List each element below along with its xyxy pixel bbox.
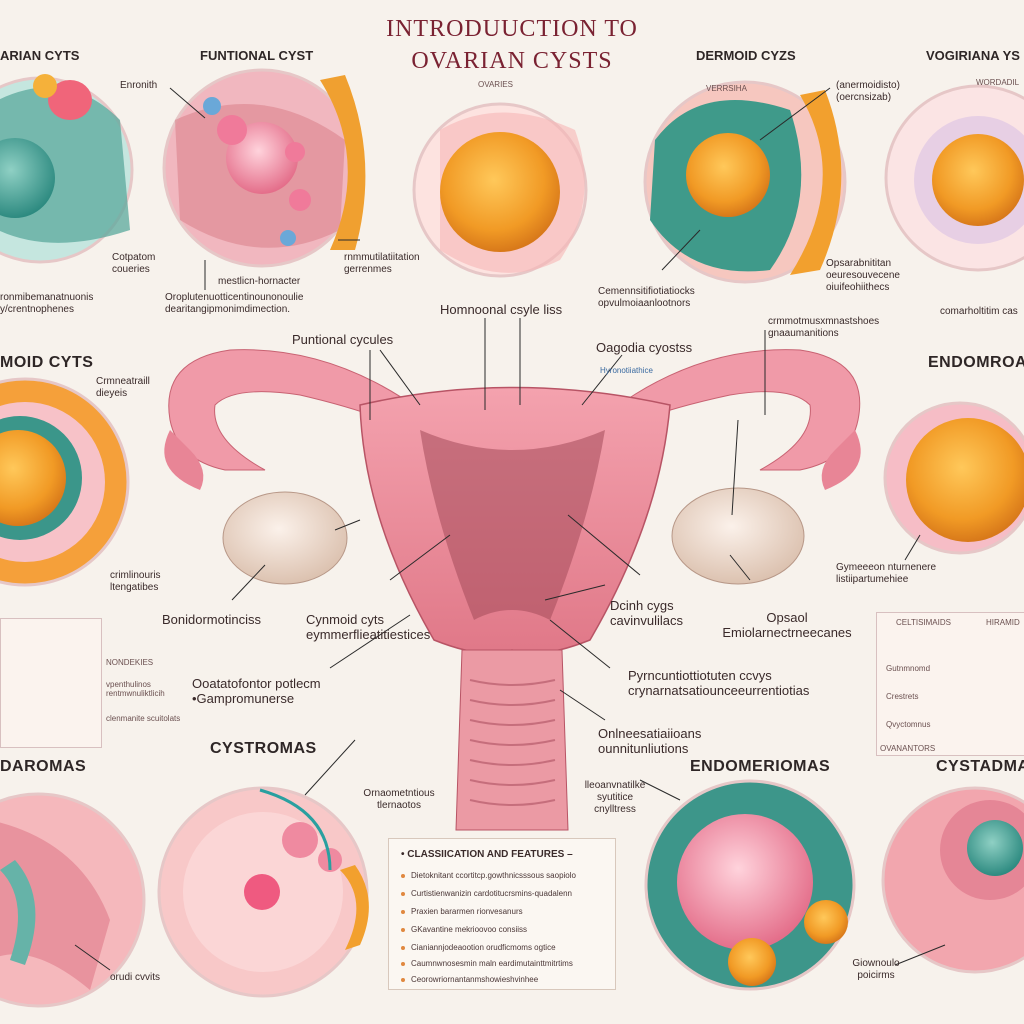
panel-top-left-circle bbox=[0, 74, 134, 264]
legend-item: Ceorowriornantanmshowieshvinhee bbox=[401, 975, 538, 984]
legend-title: • CLASSIICATION AND FEATURES – bbox=[401, 849, 573, 860]
label-bottom-left-1: orudi cvvits bbox=[110, 972, 161, 983]
heading-far-right-top: VOGIRIANA YS bbox=[926, 48, 1020, 63]
center-label-onlnees: Onlneesatiaiioans ounnitunliutions bbox=[598, 726, 702, 756]
center-label-cynmoid: Cynmoid cyts eymmerflieatitiestices bbox=[306, 612, 431, 642]
center-label-crmmot: crmmotmusxmnastshoes gnaaumanitions bbox=[768, 316, 880, 339]
label-functional-2: Oroplutenuotticentinounonoulie dearitang… bbox=[165, 292, 304, 315]
heading-functional-cyst: FUNTIONAL CYST bbox=[200, 48, 314, 63]
label-dermoid-top-2: (anermoidisto) (oercnsizab) bbox=[836, 80, 900, 103]
heading-bottom-right: CYSTADMA bbox=[936, 758, 1024, 775]
center-label-hormonal: Homnoonal csyle liss bbox=[440, 302, 563, 317]
panel-endomr-mid-circle bbox=[883, 401, 1024, 555]
legend-item: Cianiannjodeaootion orudficmoms ogtice bbox=[401, 943, 556, 952]
label-top-left-1: Enronith bbox=[120, 80, 158, 91]
panel-cystromas-circle bbox=[157, 786, 369, 998]
left-inset-label-1: NONDEKIES bbox=[106, 658, 154, 667]
right-inset-label-2: HIRAMID bbox=[986, 618, 1020, 627]
panel-functional-circle bbox=[162, 68, 366, 268]
legend-item: Curtistienwanizin cardotitucrsmins-quada… bbox=[401, 889, 572, 898]
label-top-left-3: ronmibemanatnuonis y/crentnophenes bbox=[0, 292, 94, 315]
label-dermoid-mid-2: crimlinouris ltengatibes bbox=[110, 570, 161, 593]
heading-bottom-left: DAROMAS bbox=[0, 758, 87, 775]
heading-dermoid-mid: MOID CYTS bbox=[0, 354, 94, 371]
legend-item: GKavantine mekrioovoo consiiss bbox=[401, 925, 527, 934]
center-label-opsaol: Opsaol Emiolarnectrneecanes bbox=[722, 610, 852, 640]
right-inset-label-4: Crestrets bbox=[886, 692, 919, 701]
label-endomr-mid-1: Gymeeeon nturnenere listiipartumehiee bbox=[836, 562, 937, 585]
center-label-ooatatofontor: Ooatatofontor potlecm •Gampromunerse bbox=[192, 676, 321, 706]
heading-cystromas: CYSTROMAS bbox=[210, 740, 317, 757]
center-label-pyrncun: Pyrncuntiottiotuten ccvys crynarnatsatio… bbox=[628, 668, 810, 698]
left-inset-label-3: clenmanite scuitolats bbox=[106, 714, 181, 723]
center-label-dcinh: Dcinh cygs cavinvulilacs bbox=[610, 598, 683, 628]
right-inset-label-1: CELTISIMAIDS bbox=[896, 618, 951, 627]
label-cystromas-1: Ornaometntious tlernaotos bbox=[363, 788, 435, 811]
title-line-1: INTRODUUCTION TO bbox=[386, 16, 638, 42]
title-line-2: OVARIAN CYSTS bbox=[411, 48, 613, 74]
uterus-illustration bbox=[164, 349, 861, 831]
left-inset-frame bbox=[0, 618, 102, 748]
center-label-hyrono: Hyronotiiathice bbox=[600, 366, 653, 375]
label-far-right-1: WORDADIL bbox=[976, 78, 1020, 87]
center-label-oagodia: Oagodia cyostss bbox=[596, 340, 693, 355]
label-dermoid-top-4: Opsarabnititan oeuresouvecene oiuifeohii… bbox=[826, 258, 900, 293]
classification-legend: • CLASSIICATION AND FEATURES – Dietoknit… bbox=[388, 838, 616, 990]
legend-item: Praxien bararmen rionvesanurs bbox=[401, 907, 523, 916]
right-inset-frame bbox=[876, 612, 1024, 756]
label-dermoid-top-1: VERRSIHA bbox=[706, 84, 747, 93]
label-endomeriomas-1: lleoanvnatilke syutitice cnylltress bbox=[584, 780, 646, 815]
legend-item: Dietoknitant ccortitcp.gowthnicsssous sa… bbox=[401, 871, 576, 880]
panel-center-top-circle bbox=[412, 102, 588, 278]
panel-bottom-left-circle bbox=[0, 792, 146, 1008]
panel-dermoid-top-circle bbox=[643, 80, 847, 284]
label-dermoid-mid-1: Crmneatraill dieyeis bbox=[96, 376, 150, 399]
heading-endomr-mid: ENDOMROA bbox=[928, 354, 1024, 371]
center-label-functional: Puntional cycules bbox=[292, 332, 394, 347]
legend-item: Caumnwnosesmin maln eardimutainttmitrtim… bbox=[401, 959, 573, 968]
label-functional-3: rnmmutilatiitation gerrenmes bbox=[344, 252, 420, 275]
panel-bottom-right-circle bbox=[881, 786, 1024, 974]
center-label-bonidorm: Bonidormotinciss bbox=[162, 612, 261, 627]
heading-top-left: ARIAN CYTS bbox=[0, 48, 80, 63]
right-inset-label-3: Gutnmnomd bbox=[886, 664, 931, 673]
right-inset-label-5: Qvyctomnus bbox=[886, 720, 931, 729]
heading-dermoid-top: DERMOID CYZS bbox=[696, 48, 796, 63]
label-dermoid-top-3: Cemennsitifiotiatiocks opvulmoiaanlootno… bbox=[598, 286, 695, 309]
right-inset-label-6: OVANANTORS bbox=[880, 744, 936, 753]
panel-endomeriomas-circle bbox=[644, 779, 856, 991]
label-bottom-right-1: Giownoulo poicirms bbox=[852, 958, 900, 981]
label-top-left-2: Cotpatom coueries bbox=[112, 252, 156, 275]
label-far-right-2: comarholtitim cas bbox=[940, 306, 1018, 317]
title-subtitle: OVARIES bbox=[478, 80, 513, 89]
panel-dermoid-mid-circle bbox=[0, 377, 130, 587]
heading-endomeriomas: ENDOMERIOMAS bbox=[690, 758, 831, 775]
panel-far-right-top-circle bbox=[884, 84, 1024, 272]
left-inset-label-2: vpenthulinos rentmwnuliktlicih bbox=[106, 680, 165, 698]
label-functional-1: mestlicn-hornacter bbox=[218, 276, 301, 287]
